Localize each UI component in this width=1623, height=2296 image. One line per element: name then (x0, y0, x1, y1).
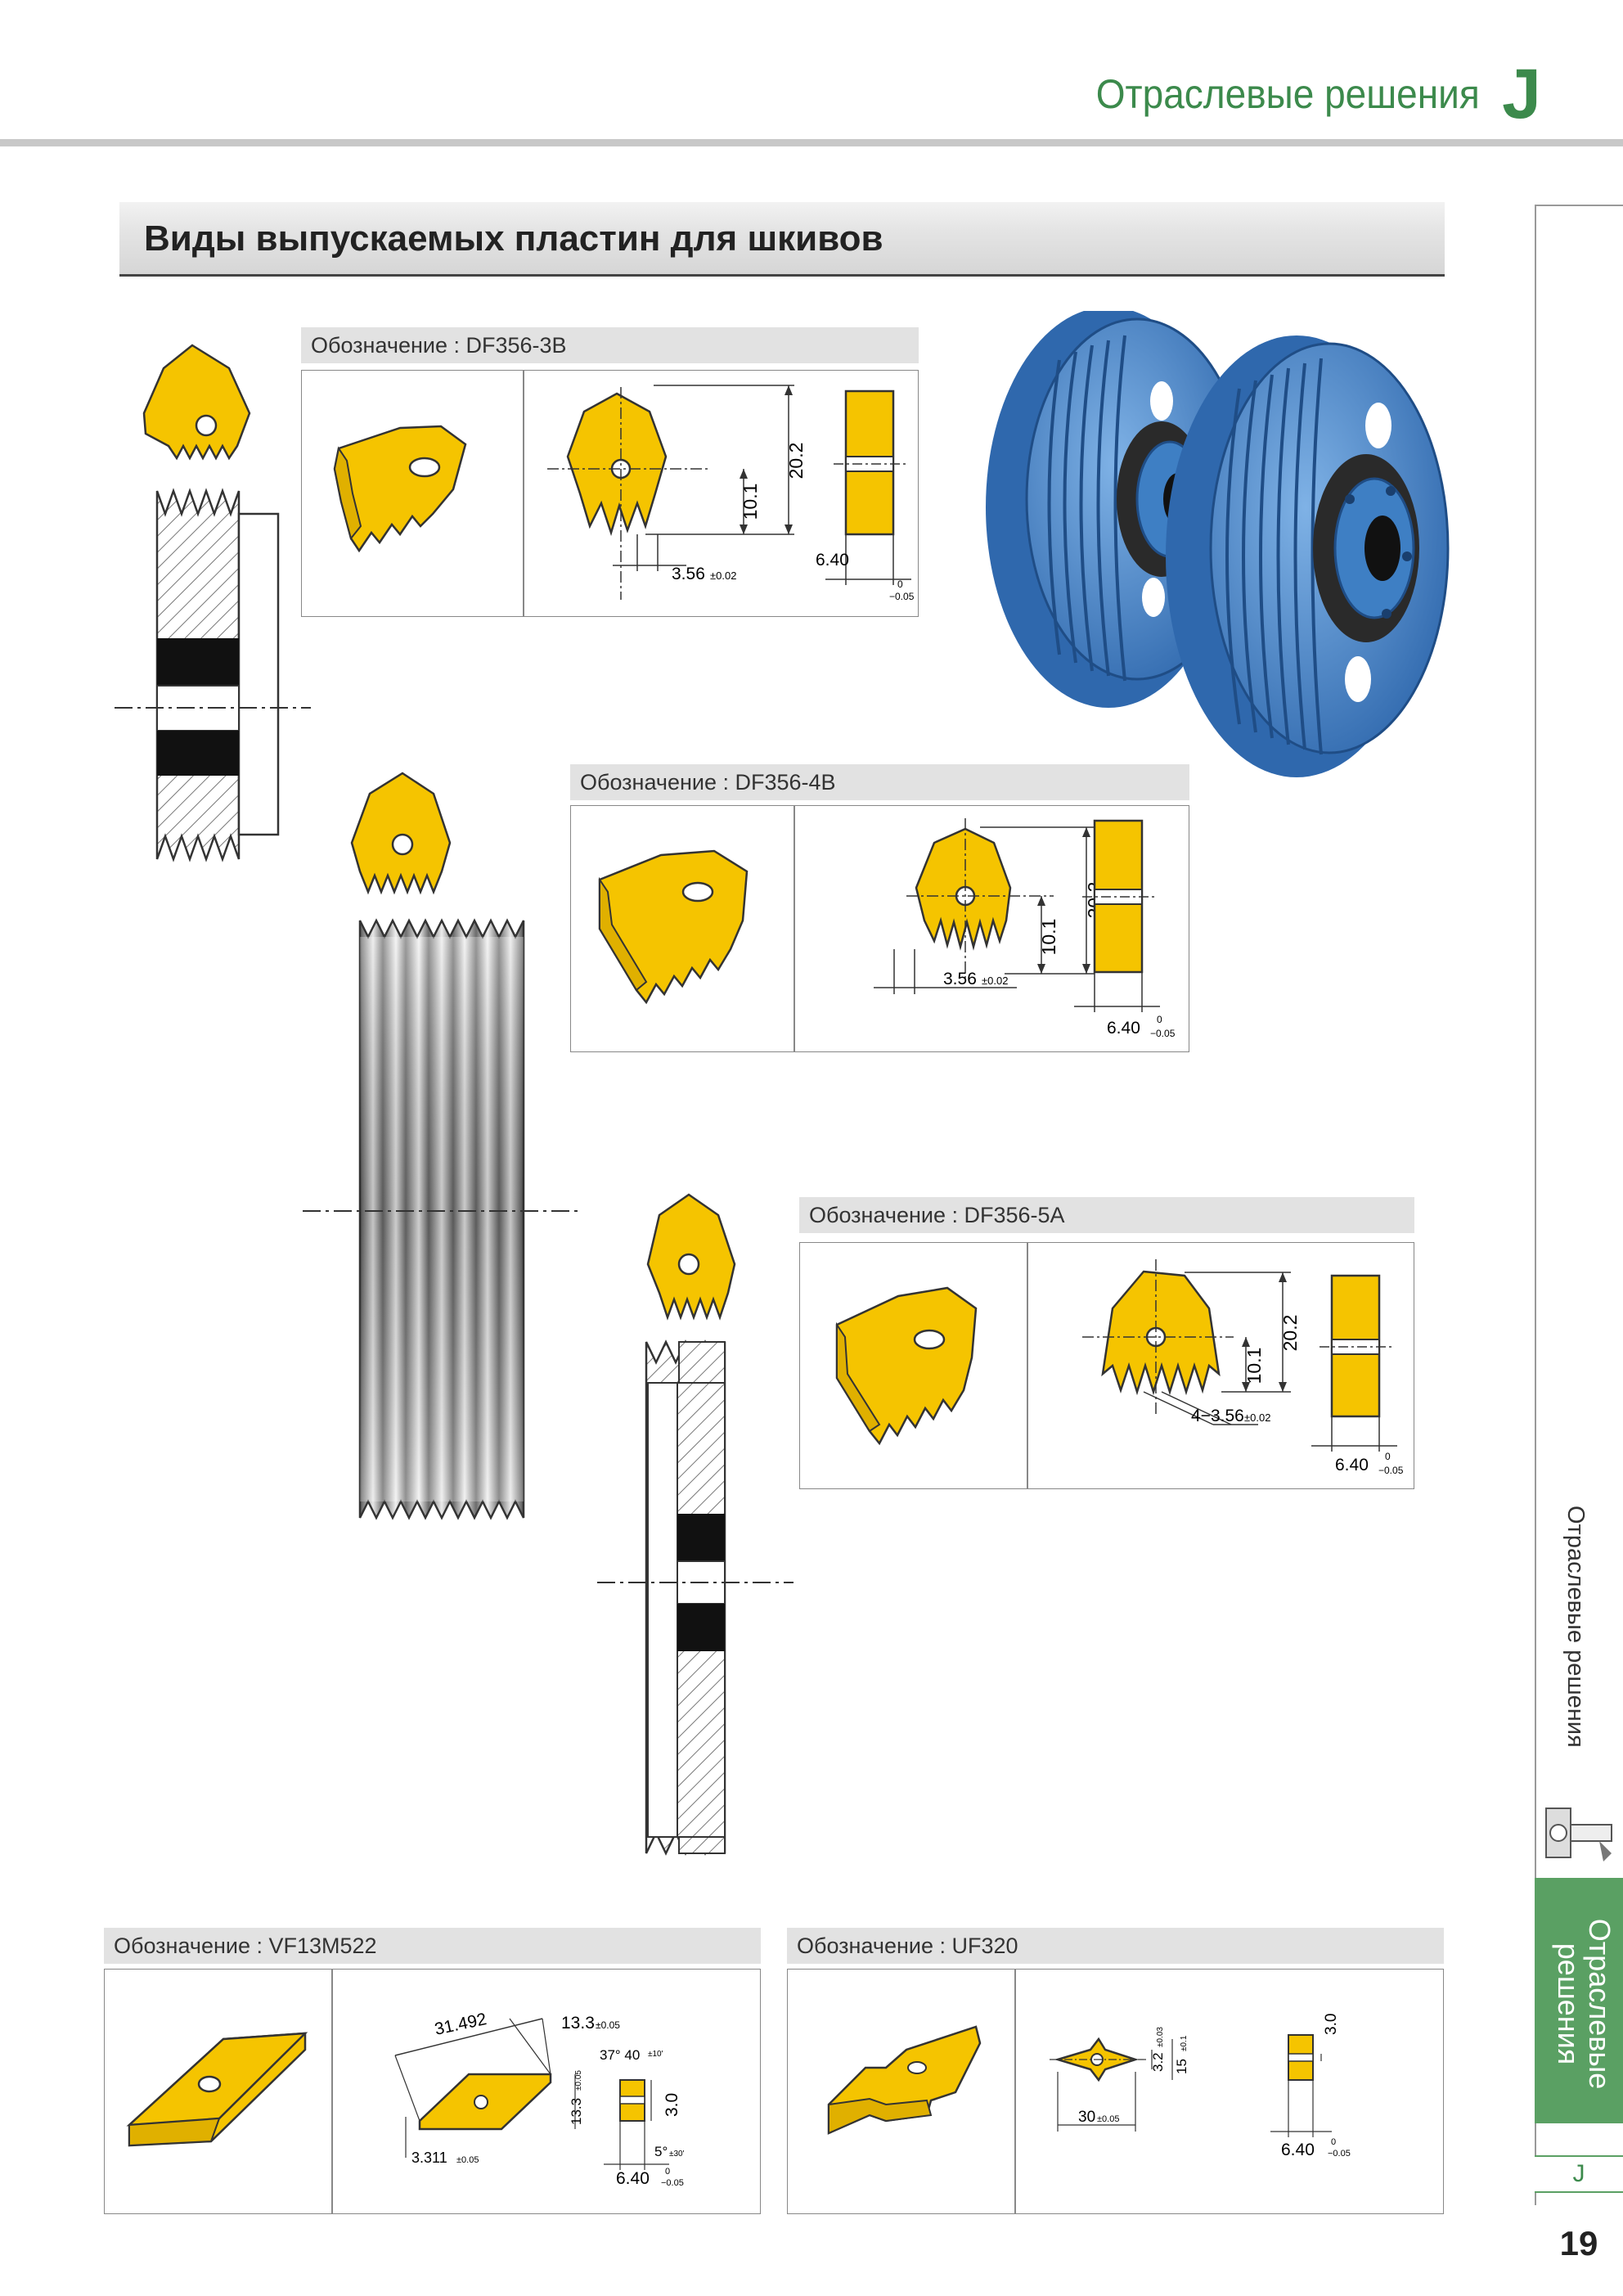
dim-ang2: 5° (654, 2144, 668, 2159)
insert-label-uf320: Обозначение : UF320 (787, 1928, 1444, 1964)
sidebar-border (1535, 205, 1536, 2205)
dim-pitch-tol: ±0.02 (982, 975, 1008, 987)
dim-h: 13.3 (569, 2098, 584, 2125)
header-rule (0, 139, 1623, 146)
header-chapter-letter: J (1502, 55, 1541, 133)
insert-drawing-box-uf320: 30 ±0.05 3.2 ±0.03 15 ±0.1 3.0 6.40 0 −0… (787, 1969, 1444, 2214)
dim-thickness: 6.40 (1335, 1456, 1369, 1474)
dim-thk-tol-dn: −0.05 (661, 2178, 684, 2188)
dim-h2: 15 (1174, 2059, 1189, 2074)
sidebar-section-label: Отраслевые решения (1562, 1506, 1589, 1748)
sidebar-top-border (1535, 205, 1623, 206)
insert-label-df356-5a: Обозначение : DF356-5A (799, 1197, 1414, 1233)
insert-label-vf13m522: Обозначение : VF13M522 (104, 1928, 761, 1964)
dim-h1: 20.2 (1279, 1315, 1301, 1352)
header-title: Отраслевые решения (1096, 71, 1480, 117)
lathe-tool-icon (1545, 1808, 1612, 1862)
pulleys-photo (986, 311, 1450, 777)
section-title: Виды выпускаемых пластин для шкивов (144, 218, 883, 259)
sidebar-tab-letter[interactable]: J (1535, 2155, 1623, 2193)
insert-drawing-box-df356-3b: 20.2 10.1 3.56 ±0.02 6.40 0 −0.05 (301, 370, 919, 617)
dim-thk-tol-dn: −0.05 (1378, 1465, 1404, 1476)
pulley-side-drawing (303, 772, 581, 1520)
dim-thickness: 6.40 (1281, 2141, 1315, 2159)
pulley-section-drawing-2 (597, 1193, 794, 1856)
dim-thk-tol-up: 0 (1157, 1014, 1162, 1025)
insert-drawing-box-df356-5a: 20.2 10.1 4−3.56 ±0.02 6.40 0 −0.05 (799, 1242, 1414, 1489)
dim-thickness: 6.40 (816, 551, 849, 569)
dim-h1-tol: ±0.03 (1156, 2027, 1165, 2047)
dim-t: 3.0 (663, 2093, 681, 2117)
dim-thk-tol-up: 0 (1385, 1451, 1391, 1462)
dim-h2: 10.1 (740, 484, 761, 520)
dim-thickness: 6.40 (1107, 1019, 1140, 1038)
page-number: 19 (1559, 2224, 1598, 2262)
section-heading: Виды выпускаемых пластин для шкивов (119, 202, 1445, 277)
dim-ang1-tol: ±10' (648, 2050, 663, 2059)
dim-pitch-tol: ±0.02 (1244, 1411, 1270, 1424)
dim-thk-tol-up: 0 (665, 2167, 670, 2177)
sidebar-tab-active[interactable]: Отраслевые решения (1535, 1878, 1623, 2123)
dim-w: 13.3 (561, 2014, 595, 2033)
dim-h2: 10.1 (1243, 1348, 1265, 1384)
dim-h2: 10.1 (1038, 919, 1059, 956)
dim-len: 30 (1078, 2109, 1095, 2126)
dim-pitch-tol: ±0.02 (710, 569, 736, 582)
dim-pitch: 4−3.56 (1191, 1407, 1244, 1425)
dim-ang1: 37° 40 (600, 2047, 640, 2063)
dim-ang2-tol: ±30' (669, 2150, 685, 2159)
insert-profile (142, 344, 251, 461)
dim-pitch: 3.56 (943, 970, 977, 988)
dim-thk-tol-up: 0 (897, 579, 903, 590)
insert-drawing-box-df356-4b: 20.2 10.1 3.56 ±0.02 6.40 0 −0.05 (570, 805, 1189, 1052)
dim-thk-tol-dn: −0.05 (889, 591, 915, 602)
insert-label-df356-4b: Обозначение : DF356-4B (570, 764, 1189, 800)
insert-label-df356-3b: Обозначение : DF356-3B (301, 327, 919, 363)
dim-thk-tol-dn: −0.05 (1328, 2149, 1351, 2159)
dim-h2-tol: ±0.1 (1180, 2035, 1189, 2051)
dim-w-tol: ±0.05 (596, 2019, 620, 2031)
dim-thk-tol-up: 0 (1331, 2137, 1336, 2147)
insert-drawing-box-vf13m522: 31.492 13.3 ±0.05 13.3 ±0.05 37° 40 ±10'… (104, 1969, 761, 2214)
dim-h1: 20.2 (785, 443, 807, 479)
dim-len-tol: ±0.05 (1097, 2114, 1119, 2124)
dim-thickness: 6.40 (616, 2169, 650, 2188)
dim-t: 3.0 (1323, 2014, 1340, 2035)
dim-h1: 3.2 (1150, 2052, 1166, 2072)
dim-thk-tol-dn: −0.05 (1150, 1028, 1176, 1039)
pulley-section-drawing-1 (115, 344, 311, 862)
dim-r-tol: ±0.05 (456, 2155, 479, 2165)
dim-h-tol: ±0.05 (574, 2070, 583, 2091)
dim-r: 3.311 (411, 2150, 447, 2166)
dim-pitch: 3.56 (672, 565, 705, 583)
